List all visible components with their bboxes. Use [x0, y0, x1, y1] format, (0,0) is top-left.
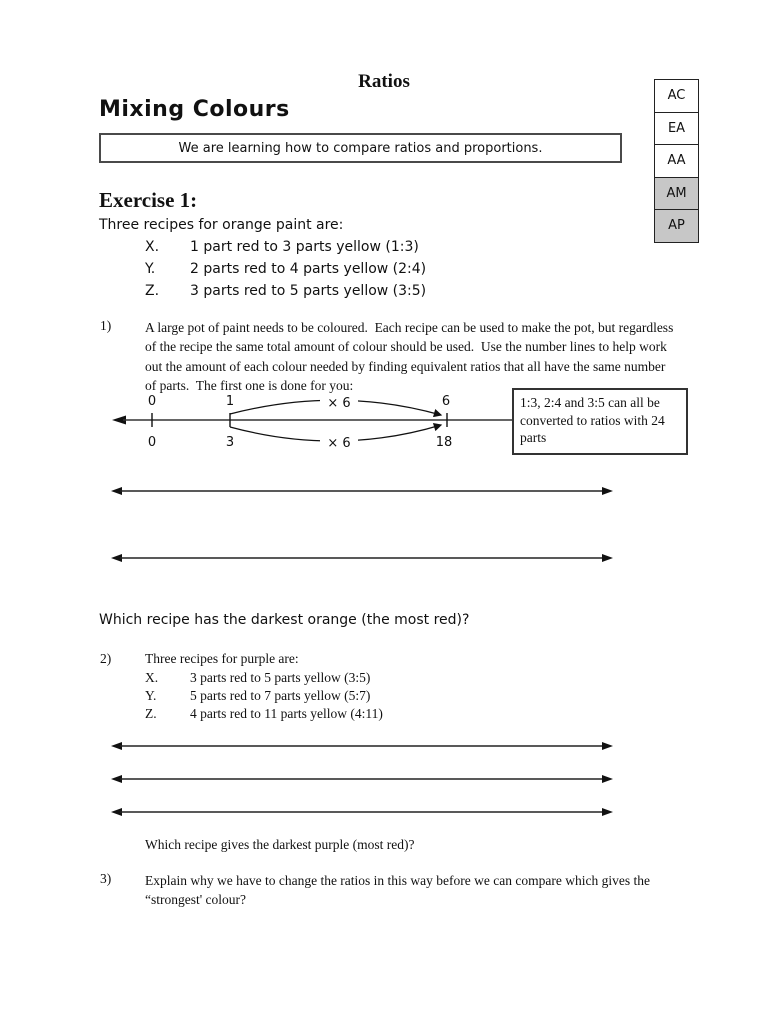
question2-followup: Which recipe gives the darkest purple (m…: [145, 837, 415, 852]
left-arrowhead-icon: [112, 415, 126, 425]
exercise-heading: Exercise 1:: [99, 188, 198, 212]
recipe-z-text: 3 parts red to 5 parts yellow (3:5): [190, 283, 427, 299]
bottom-label-18: 18: [436, 435, 453, 450]
times6-top-label: × 6: [327, 396, 350, 411]
achievement-level-table: AC EA AA AM AP: [654, 79, 699, 243]
blank-number-line-2: [111, 554, 613, 562]
times6-top-label-bg: [320, 393, 358, 410]
recipe-x-text: 1 part red to 3 parts yellow (1:3): [190, 239, 419, 255]
question2-number: 2): [100, 651, 112, 666]
times6-bottom-label: × 6: [327, 436, 350, 451]
top-label-1: 1: [226, 394, 234, 409]
bottom-label-3: 3: [226, 435, 234, 450]
level-cell-ap: AP: [655, 209, 698, 242]
question1-text: A large pot of paint needs to be coloure…: [145, 320, 677, 393]
purple-x-label: X.: [145, 670, 159, 685]
purple-y-text: 5 parts red to 7 parts yellow (5:7): [190, 688, 371, 703]
question3-text: Explain why we have to change the ratios…: [145, 873, 654, 908]
question2-intro: Three recipes for purple are:: [145, 651, 299, 666]
level-cell-aa: AA: [655, 144, 698, 177]
purple-y-label: Y.: [145, 688, 157, 703]
purple-x-text: 3 parts red to 5 parts yellow (3:5): [190, 670, 371, 685]
level-cell-am: AM: [655, 176, 698, 209]
blank-number-line-5: [111, 808, 613, 816]
blank-number-line-4: [111, 775, 613, 783]
purple-z-label: Z.: [145, 706, 157, 721]
level-cell-ac: AC: [655, 80, 698, 112]
question1-number: 1): [100, 318, 112, 333]
worksheet-heading: Mixing Colours: [99, 97, 290, 122]
learning-goal-text: We are learning how to compare ratios an…: [178, 140, 543, 156]
recipe-x-label: X.: [145, 239, 160, 255]
recipe-y-label: Y.: [145, 261, 156, 277]
level-cell-ea: EA: [655, 111, 698, 144]
callout-text: 1:3, 2:4 and 3:5 can all be converted to…: [520, 395, 665, 445]
times6-bottom-label-bg: [320, 434, 358, 451]
blank-number-line-1: [111, 487, 613, 495]
callout-box: 1:3, 2:4 and 3:5 can all be converted to…: [512, 388, 688, 455]
question3-number: 3): [100, 871, 112, 886]
bottom-label-0: 0: [148, 435, 156, 450]
orange-recipes-intro: Three recipes for orange paint are:: [99, 217, 344, 233]
page-title: Ratios: [358, 71, 410, 92]
purple-z-text: 4 parts red to 11 parts yellow (4:11): [190, 706, 383, 721]
learning-goal-box: We are learning how to compare ratios an…: [99, 133, 622, 163]
top-label-0: 0: [148, 394, 156, 409]
recipe-z-label: Z.: [145, 283, 160, 299]
number-line-diagram: × 6 × 6 0 1 6 0 3 18: [112, 393, 513, 451]
blank-number-line-3: [111, 742, 613, 750]
question1-followup: Which recipe has the darkest orange (the…: [99, 612, 470, 628]
recipe-y-text: 2 parts red to 4 parts yellow (2:4): [190, 261, 427, 277]
top-label-6: 6: [442, 394, 450, 409]
